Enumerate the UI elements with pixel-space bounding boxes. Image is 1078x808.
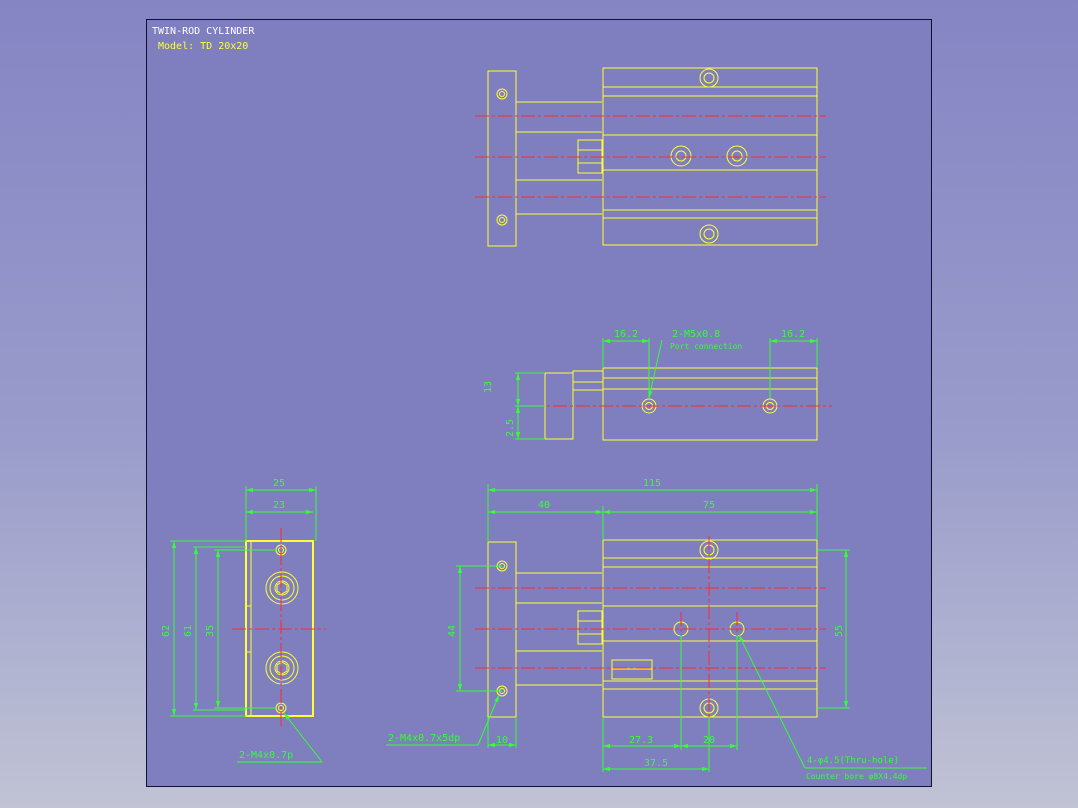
plate [487,70,517,247]
port-callout: 2-M5x0.8 [672,329,720,340]
front-centerlines [475,536,826,722]
dim-40: 40 [538,500,550,511]
front-dimensions [386,484,927,772]
dim-side-13: 13 [483,381,494,393]
top-view [487,67,818,247]
front-view [487,539,818,718]
side-body [602,367,818,441]
dim-side-16-2-right: 16.2 [781,329,805,340]
dim-10: 10 [496,735,508,746]
dim-44: 44 [447,625,458,637]
bore-callout: 4-φ4.5(Thru-hole) [807,756,899,766]
dim-total-115: 115 [643,478,661,489]
model-label: Model: TD 20x20 [158,41,248,52]
dim-37-5: 37.5 [644,758,668,769]
dim-27-3: 27.3 [629,735,653,746]
dim-55: 55 [834,625,845,637]
counterbore-callout: Counter bore φ8X4.4dp [806,772,907,781]
tap-callout: 2-M4x0.7x5dp [388,733,460,744]
dim-end-25: 25 [273,478,285,489]
dim-side-16-2-left: 16.2 [614,329,638,340]
end-dimensions [170,486,323,763]
side-dimensions [515,338,818,440]
end-centerlines [232,528,326,728]
dim-end-62: 62 [161,625,172,637]
top-centerlines [475,115,826,198]
dim-end-61: 61 [183,625,194,637]
dim-75: 75 [703,500,715,511]
dim-end-23: 23 [273,500,285,511]
side-view [544,367,818,441]
dim-20: 20 [703,735,715,746]
drawing-title: TWIN-ROD CYLINDER [152,26,255,37]
dim-side-2-5: 2.5 [505,419,516,437]
front-rod-nut [577,610,603,645]
port-callout-sub: Port connection [670,342,742,351]
end-tap-callout: 2-M4x0.7p [239,750,293,761]
drawing-sheet [146,19,932,787]
dim-end-35: 35 [205,625,216,637]
